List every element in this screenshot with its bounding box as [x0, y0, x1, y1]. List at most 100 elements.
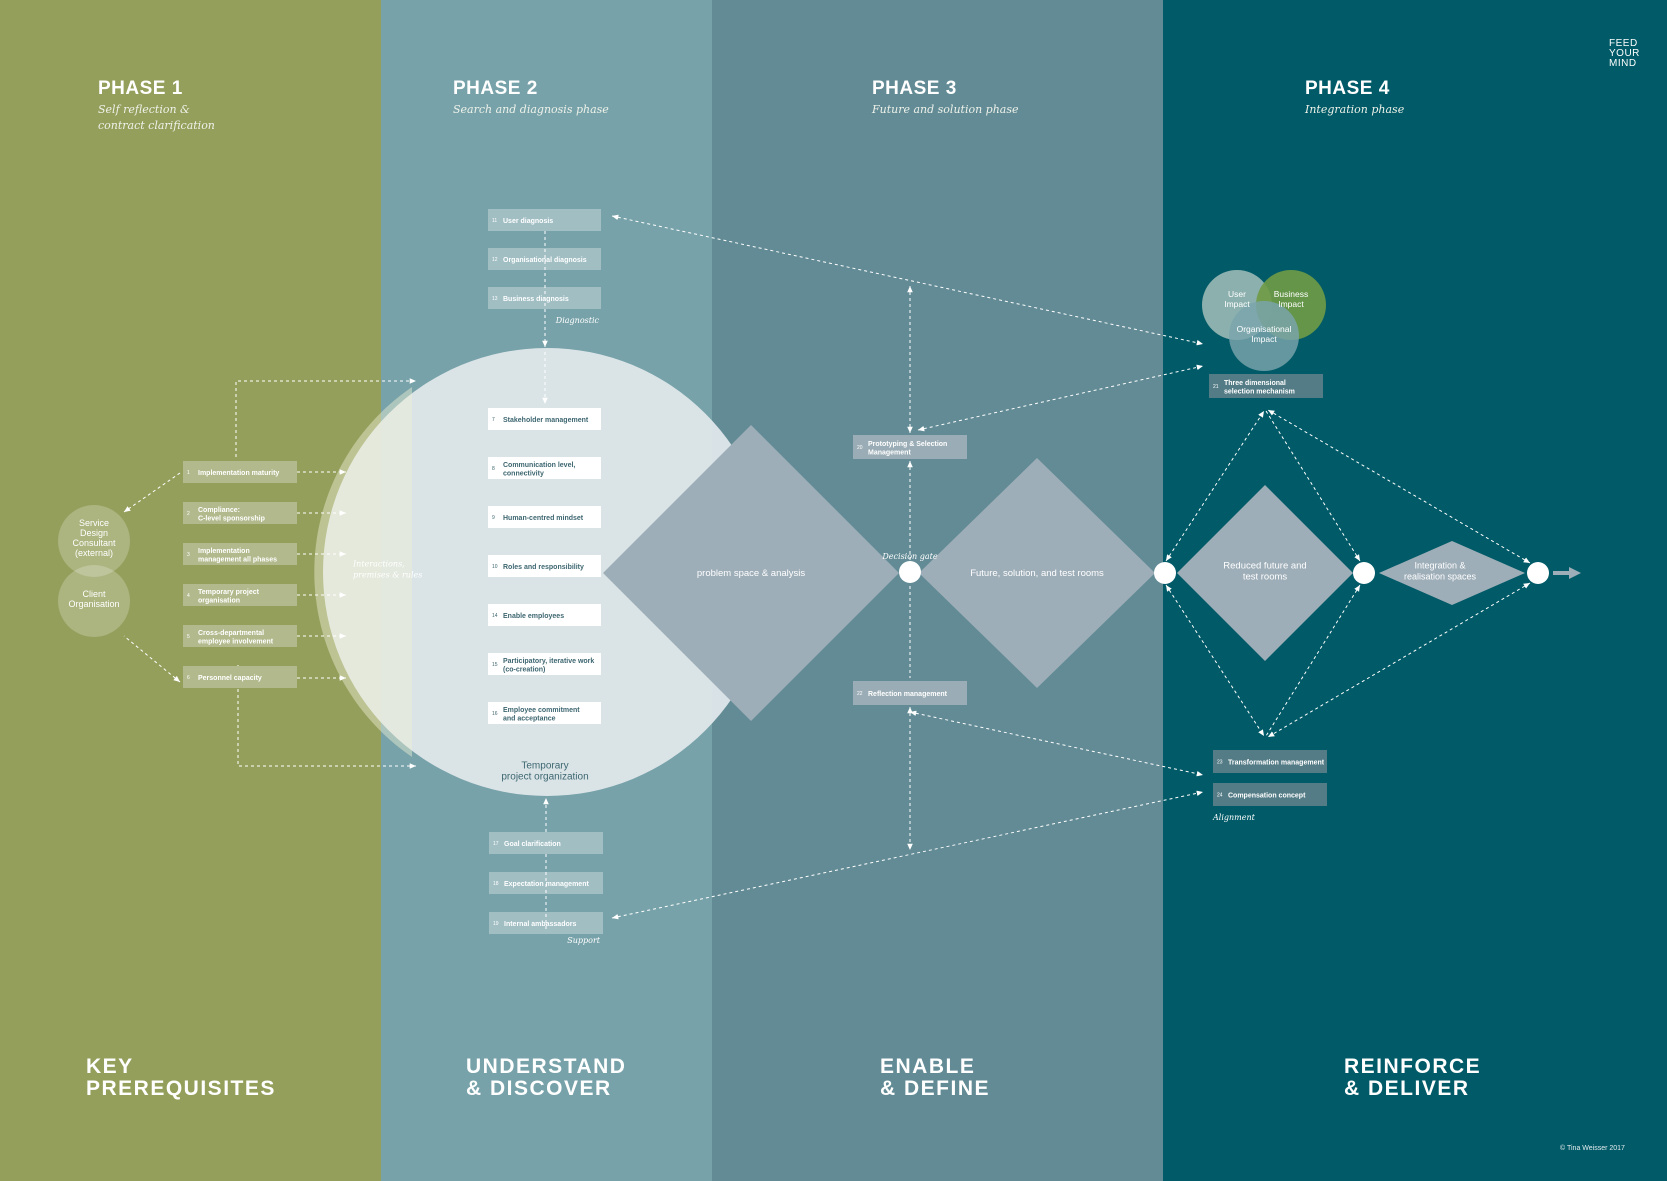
org-box-9-bg [488, 506, 601, 528]
diag-user-diagnosis [611, 214, 1204, 346]
phase-3-title: PHASE 3 [872, 78, 957, 99]
support-box-18-label: Expectation management [504, 881, 589, 888]
org-box-16-bg [488, 702, 601, 724]
diagnostic-box-13-number: 13 [492, 296, 498, 302]
org-box-10-bg [488, 555, 601, 577]
diagnostic-caption: Diagnostic [555, 316, 600, 325]
prototyping-box-20-number: 20 [857, 445, 863, 451]
org-box-9-label: Human-centred mindset [503, 515, 584, 522]
problem-space-label: problem space & analysis [697, 568, 805, 579]
reflection-box-22-label: Reflection management [868, 691, 948, 698]
problem-space-diamond [603, 425, 899, 721]
decision-gate-node [899, 561, 921, 583]
org-box-10: 10 [488, 555, 601, 577]
final-arrow-icon [1553, 567, 1581, 579]
diagnostic-box-11-bg [488, 209, 601, 231]
prerequisite-box-6-number: 6 [187, 675, 190, 681]
org-box-14-label: Enable employees [503, 613, 564, 620]
diagnostic-box-12-bg [488, 248, 601, 270]
diag-reflection-to-transformation [909, 710, 1204, 777]
selection-box-21-number: 21 [1213, 384, 1219, 390]
diagnostic-box-13-label: Business diagnosis [503, 296, 569, 303]
logo-line-1: FEED [1609, 38, 1638, 49]
org-box-14: 14 [488, 604, 601, 626]
feed-your-mind-logo: FEED YOUR MIND [1609, 39, 1639, 69]
prerequisite-box-1-number: 1 [187, 470, 190, 476]
reinforce-deliver-title: REINFORCE & DELIVER [1344, 1055, 1482, 1100]
alignment-caption: Alignment [1212, 813, 1256, 822]
transformation-box-23-number: 23 [1217, 760, 1223, 766]
prerequisite-box-5: 5 [183, 625, 297, 647]
compensation-box-24: 24 [1213, 783, 1327, 806]
understand-discover-title: UNDERSTAND & DISCOVER [466, 1055, 627, 1100]
connector-p1-top [235, 378, 416, 457]
org-box-8-label: Communication level,connectivity [503, 462, 575, 478]
phase-4-subtitle: Integration phase [1305, 103, 1405, 116]
support-box-18-bg [489, 872, 603, 894]
support-box-17-label: Goal clarification [504, 841, 561, 848]
client-organisation-circle [58, 565, 130, 637]
selection-box-21: 21 [1209, 374, 1323, 398]
org-box-9: 9 [488, 506, 601, 528]
diagnostic-box-11-number: 11 [492, 218, 497, 224]
diag-proto-to-venn [917, 364, 1204, 432]
interactions-area [314, 387, 412, 757]
compensation-box-24-number: 24 [1217, 793, 1223, 799]
diagnostic-box-12: 12 [488, 248, 601, 270]
support-box-19-number: 19 [493, 921, 499, 927]
future-solution-label: Future, solution, and test rooms [970, 568, 1104, 579]
org-box-16: 16 [488, 702, 601, 724]
org-box-10-label: Roles and responsibility [503, 564, 584, 571]
org-box-7-label: Stakeholder management [503, 417, 589, 424]
org-box-16-number: 16 [492, 711, 498, 717]
support-box-17-number: 17 [493, 841, 499, 847]
logo-line-3: MIND [1609, 58, 1637, 69]
net-right-up [1267, 409, 1531, 564]
reflection-box-22-number: 22 [857, 691, 863, 697]
org-box-15-number: 15 [492, 662, 498, 668]
prerequisite-box-3-number: 3 [187, 552, 190, 558]
reflection-box-22-bg [853, 681, 967, 705]
prerequisite-box-2-number: 2 [187, 511, 190, 517]
net-left-down [1165, 584, 1265, 737]
phase-2-subtitle: Search and diagnosis phase [453, 103, 609, 116]
org-box-7-number: 7 [492, 417, 495, 423]
org-box-8: 8 [488, 457, 601, 479]
phase-4-title: PHASE 4 [1305, 78, 1390, 99]
org-box-7-bg [488, 408, 601, 430]
reflection-box-22: 22 [853, 681, 967, 705]
org-box-15: 15 [488, 653, 601, 675]
key-prerequisites-title: KEY PREREQUISITES [86, 1055, 276, 1100]
org-box-8-bg [488, 457, 601, 479]
prerequisite-box-6: 6 [183, 666, 297, 688]
prerequisite-box-2: 2 [183, 502, 297, 524]
diagnostic-box-12-label: Organisational diagnosis [503, 257, 587, 264]
prototyping-box-20-bg [853, 435, 967, 459]
diagnostic-box-11: 11 [488, 209, 601, 231]
connector-to-client [123, 635, 181, 683]
selection-box-21-bg [1209, 374, 1323, 398]
venn-organisational-circle [1229, 301, 1299, 371]
prerequisite-box-1-label: Implementation maturity [198, 470, 279, 477]
prerequisite-box-1-bg [183, 461, 297, 483]
diag-ambassadors-to-compensation [611, 790, 1204, 920]
service-design-circle [58, 505, 130, 577]
prototyping-box-20: 20 [853, 435, 967, 459]
support-box-19-label: Internal ambassadors [504, 921, 576, 928]
prerequisite-box-1: 1 [183, 461, 297, 483]
prerequisite-box-2-label: Compliance:C-level sponsorship [198, 507, 265, 523]
phase-1-subtitle: Self reflection & contract clarification [98, 103, 215, 132]
prerequisite-box-4-number: 4 [187, 593, 190, 599]
enable-define-title: ENABLE & DEFINE [880, 1055, 991, 1100]
support-box-18-number: 18 [493, 881, 499, 887]
